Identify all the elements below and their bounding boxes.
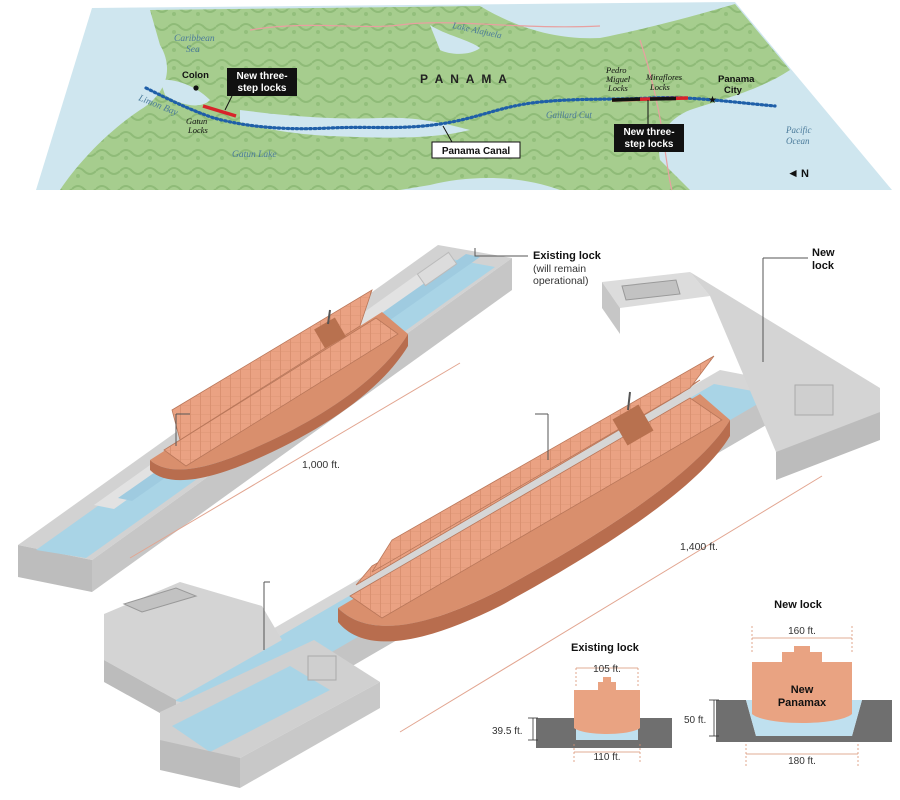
new-lock-label: New bbox=[812, 247, 835, 259]
existing-section-title: Existing lock bbox=[571, 642, 640, 654]
country-label: P A N A M A bbox=[420, 72, 509, 86]
length-existing-dimension: 1,000 ft. bbox=[129, 362, 461, 559]
svg-text:(will remain: (will remain bbox=[533, 263, 586, 275]
existing-lock-label: Existing lock bbox=[533, 250, 602, 262]
svg-text:New three-: New three- bbox=[623, 127, 674, 138]
svg-text:lock: lock bbox=[812, 260, 835, 272]
svg-text:1,000 ft.: 1,000 ft. bbox=[302, 459, 340, 471]
new-locks-east-callout: New three- step locks bbox=[614, 100, 684, 152]
existing-lock-callout: Existing lock (will remain operational) bbox=[175, 248, 602, 460]
map-land bbox=[60, 4, 790, 190]
svg-text:step locks: step locks bbox=[238, 83, 287, 94]
gatun-lake-water bbox=[240, 110, 470, 138]
gatun-locks-label: Gatun bbox=[186, 116, 207, 126]
panama-canal-callout: Panama Canal bbox=[431, 125, 521, 159]
pedro-miguel-label: Pedro bbox=[605, 65, 626, 75]
new-locks-west-line bbox=[202, 104, 237, 118]
svg-text:operational): operational) bbox=[533, 275, 588, 287]
colon-label: Colon bbox=[182, 70, 209, 81]
svg-text:Ocean: Ocean bbox=[786, 136, 810, 146]
svg-text:City: City bbox=[724, 85, 743, 96]
caribbean-sea-label: Caribbean bbox=[174, 34, 215, 44]
gaillard-cut-label: Gaillard Cut bbox=[546, 110, 592, 120]
existing-lock-ship bbox=[150, 289, 408, 481]
miraflores-label: Miraflores bbox=[645, 72, 683, 82]
panama-city-label: Panama bbox=[718, 74, 755, 85]
pacific-ocean-label: Pacific bbox=[785, 125, 812, 135]
colon-dot bbox=[193, 85, 199, 91]
svg-text:50 ft.: 50 ft. bbox=[684, 715, 706, 726]
new-section-title: New lock bbox=[774, 599, 823, 611]
svg-text:Miguel: Miguel bbox=[605, 74, 631, 84]
svg-text:110 ft.: 110 ft. bbox=[593, 752, 620, 763]
svg-text:Panamax: Panamax bbox=[778, 697, 827, 709]
svg-text:Sea: Sea bbox=[186, 45, 200, 55]
svg-text:Locks: Locks bbox=[187, 125, 209, 135]
svg-text:New three-: New three- bbox=[236, 71, 287, 82]
new-lock-cross-section: New lock 160 ft. New Panamax 50 ft. 180 … bbox=[684, 599, 892, 767]
new-lock-ship bbox=[338, 355, 730, 642]
new-locks-west-callout: New three- step locks bbox=[224, 68, 297, 111]
capital-star-icon: ★ bbox=[708, 95, 717, 106]
svg-text:step locks: step locks bbox=[625, 139, 674, 150]
svg-text:39.5 ft.: 39.5 ft. bbox=[492, 726, 523, 737]
svg-text:1,400 ft.: 1,400 ft. bbox=[680, 541, 718, 553]
north-label: N bbox=[801, 168, 809, 180]
svg-text:160 ft.: 160 ft. bbox=[788, 626, 816, 637]
svg-text:180 ft.: 180 ft. bbox=[788, 756, 816, 767]
overview-map: Caribbean Sea Lake Alajuela P A N A M A … bbox=[36, 2, 892, 191]
new-panamax-label: New bbox=[791, 684, 814, 696]
length-new-dimension: 1,400 ft. bbox=[399, 475, 823, 733]
svg-text:Locks: Locks bbox=[607, 83, 629, 93]
gatun-lake-label: Gatun Lake bbox=[232, 150, 277, 160]
new-lock-callout: New lock bbox=[263, 247, 835, 650]
north-arrow-icon: ◄ bbox=[787, 166, 799, 180]
svg-text:Locks: Locks bbox=[649, 82, 671, 92]
svg-text:Panama Canal: Panama Canal bbox=[442, 146, 511, 157]
svg-text:105 ft.: 105 ft. bbox=[593, 664, 621, 675]
existing-lock-cross-section: Existing lock 105 ft. 39.5 ft. 110 ft. bbox=[492, 642, 672, 763]
